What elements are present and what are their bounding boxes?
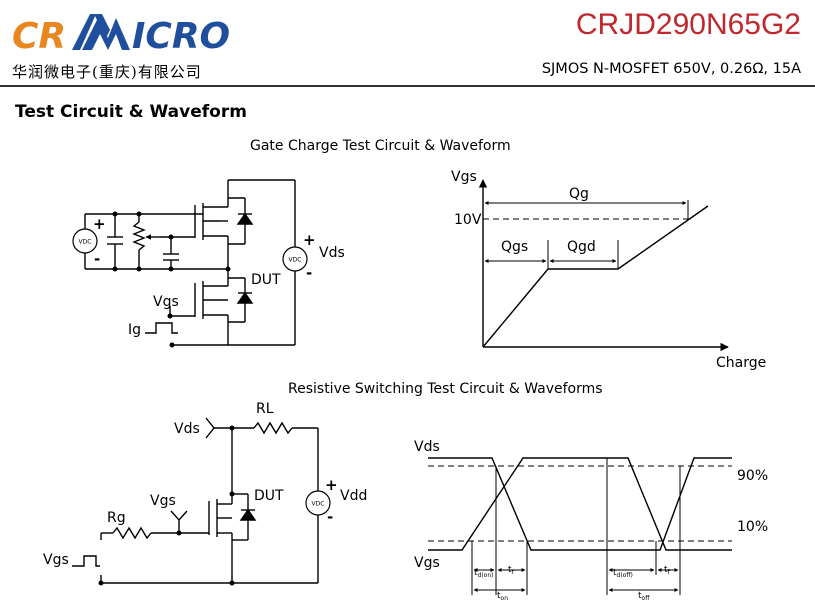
switching-waveform: [428, 457, 732, 595]
sw-vgs-label: Vgs: [150, 493, 176, 509]
source-left-plus: +: [93, 215, 106, 233]
section-title: Test Circuit & Waveform: [15, 102, 247, 122]
td-off-label: td(off): [613, 568, 633, 579]
gc-qgd-label: Qgd: [567, 239, 596, 255]
vdc-source-vdd: [305, 490, 331, 516]
vdc-source-vds: [282, 246, 308, 272]
part-number: CRJD290N65G2: [575, 8, 801, 41]
source-vdd-minus: -: [327, 508, 333, 526]
gate-charge-title: Gate Charge Test Circuit & Waveform: [250, 138, 511, 154]
gate-charge-waveform: [478, 179, 729, 352]
sw-dut-label: DUT: [254, 488, 284, 504]
vgs-label: Vgs: [153, 294, 179, 310]
source-vds-plus: +: [303, 231, 316, 249]
crmicro-logo: CR ICRO: [12, 14, 230, 57]
gc-qgs-label: Qgs: [501, 239, 528, 255]
rg-label: Rg: [107, 510, 126, 526]
vds-label: Vds: [319, 245, 345, 261]
sw-vgs-in-label: Vgs: [43, 552, 69, 568]
vdc-source-left-label: VDC: [79, 239, 92, 246]
vdc-source-vdd-label: VDC: [312, 501, 325, 508]
tf-label: tf: [664, 565, 671, 576]
svg-text:CR: CR: [12, 16, 66, 57]
vdd-label: Vdd: [340, 488, 367, 504]
swf-vgs-label: Vgs: [414, 555, 440, 571]
svg-text:ICRO: ICRO: [132, 16, 230, 57]
ig-label: Ig: [128, 322, 141, 338]
level-10-label: 10%: [737, 519, 768, 535]
source-left-minus: -: [94, 250, 100, 268]
td-on-label: td(on): [474, 568, 494, 579]
level-90-label: 90%: [737, 468, 768, 484]
header-divider: [0, 85, 815, 87]
gc-y-axis-label: Vgs: [451, 169, 477, 185]
dut-label: DUT: [251, 272, 281, 288]
tr-label: tr: [508, 565, 515, 576]
gc-x-axis-label: Charge: [716, 355, 766, 371]
source-vds-minus: -: [306, 264, 312, 282]
vdc-source-vds-label: VDC: [289, 257, 302, 264]
toff-label: toff: [638, 591, 650, 602]
gc-10v-label: 10V: [454, 212, 482, 228]
vdc-source-left: [72, 228, 98, 254]
product-subtitle: SJMOS N-MOSFET 650V, 0.26Ω, 15A: [541, 61, 801, 77]
rl-label: RL: [256, 401, 274, 417]
company-name: 华润微电子(重庆)有限公司: [12, 63, 202, 81]
source-vdd-plus: +: [325, 476, 338, 494]
gc-qg-label: Qg: [569, 186, 589, 202]
sw-vds-label: Vds: [174, 421, 200, 437]
swf-vds-label: Vds: [414, 439, 440, 455]
gate-charge-circuit: [84, 179, 296, 346]
switching-title: Resistive Switching Test Circuit & Wavef…: [288, 381, 603, 397]
ton-label: ton: [497, 591, 508, 602]
